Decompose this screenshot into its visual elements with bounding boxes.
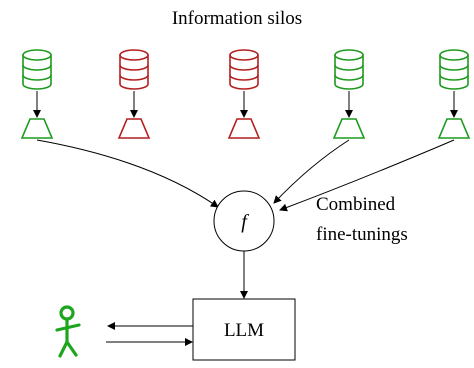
function-symbol: f <box>241 211 249 233</box>
diagram-title: Information silos <box>172 8 302 29</box>
database-band-1 <box>22 64 52 71</box>
silo-column-5-allowed <box>437 49 471 139</box>
database-band-1 <box>439 64 469 71</box>
database-top <box>119 49 149 61</box>
trapezoid-adapter-icon <box>332 118 366 139</box>
user-icon <box>55 305 81 358</box>
silo-column-1-allowed <box>20 49 54 139</box>
information-silos <box>20 49 471 139</box>
user-arms <box>55 323 81 332</box>
database-top <box>22 49 52 61</box>
database-band-1 <box>334 64 364 71</box>
database-body <box>119 55 149 90</box>
database-icon <box>119 49 149 90</box>
database-body <box>22 55 52 90</box>
llm-box <box>192 298 296 361</box>
arrow-silo-5 <box>279 139 455 212</box>
arrow-silo-1 <box>36 139 219 208</box>
silo-column-4-allowed <box>332 49 366 139</box>
user-head <box>59 305 75 321</box>
silo-to-combiner-arrows <box>36 139 455 212</box>
trapezoid-adapter-icon <box>437 118 471 139</box>
database-band-2 <box>334 74 364 81</box>
database-body <box>334 55 364 90</box>
database-top <box>229 49 259 61</box>
silo-column-3-restricted <box>227 49 261 139</box>
database-icon <box>229 49 259 90</box>
database-body <box>439 55 469 90</box>
database-top <box>439 49 469 61</box>
combined-label-line1: Combined <box>316 194 396 215</box>
arrow-silo-4 <box>273 139 350 204</box>
database-icon <box>22 49 52 90</box>
database-band-2 <box>22 74 52 81</box>
database-band-1 <box>119 64 149 71</box>
database-band-1 <box>229 64 259 71</box>
database-top <box>334 49 364 61</box>
database-icon <box>334 49 364 90</box>
database-icon <box>439 49 469 90</box>
user-legs <box>58 340 78 358</box>
trapezoid-adapter-icon <box>117 118 151 139</box>
database-band-2 <box>229 74 259 81</box>
database-body <box>229 55 259 90</box>
silo-column-2-restricted <box>117 49 151 139</box>
trapezoid-adapter-icon <box>20 118 54 139</box>
combined-label-line2: fine-tunings <box>316 224 408 245</box>
trapezoid-adapter-icon <box>227 118 261 139</box>
database-band-2 <box>119 74 149 81</box>
llm-label: LLM <box>224 320 264 341</box>
database-band-2 <box>439 74 469 81</box>
